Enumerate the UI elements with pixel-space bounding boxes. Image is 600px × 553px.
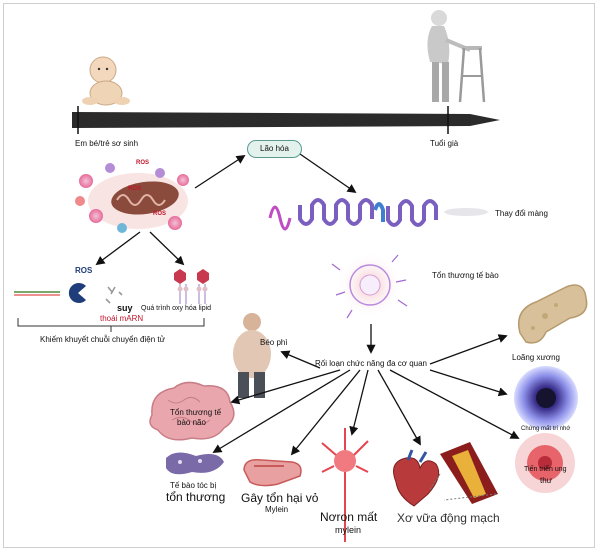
neuron-icon [321,428,369,542]
obesity-label: Béo phì [260,338,288,347]
bracket [17,318,205,332]
neuron-demyelination-line2: mylein [335,525,362,535]
myelin-damage-icon [243,458,302,487]
dementia-label: Chứng mất trí nhớ [521,426,571,432]
hair-cell-line1: Tế bào tóc bị [170,481,217,490]
ros-badge: ROS [128,186,142,192]
myelin-damage-line1: Gây tổn hại vỏ [241,491,319,505]
cancer-cell-icon [515,433,575,493]
eye-iris-icon [514,366,578,430]
aging-node: Lão hóa [247,140,302,158]
neuron-demyelination-line1: Nơron mất [320,510,378,524]
flow-arrows [95,153,520,456]
rna-degradation-icon [14,283,123,304]
mitochondria-ros-icon [75,163,189,233]
myelin-damage-line2: Mylein [265,505,289,514]
membrane-change-label: Thay đổi màng [495,209,548,218]
figure-border [3,3,595,548]
heart-icon [393,449,440,507]
obese-person-icon [233,313,271,398]
baby-icon [82,56,130,106]
lipid-oxidation-label: Quá trình oxy hóa lipid [141,305,212,312]
electron-transport-label: Khiếm khuyết chuỗi chuyển điện tử [40,335,165,344]
brain-damage-line1: Tổn thương tế [170,408,222,417]
damaged-cell-icon [331,252,408,319]
brain-damage-line2: bào não [177,418,206,427]
ros-badge: ROS [153,211,167,217]
mrna-degradation-line2: thoái mARN [100,314,144,323]
multi-organ-dysfunction-label: Rối loạn chức năng đa cơ quan [315,359,428,368]
mrna-degradation-line1: suy [117,303,133,313]
artery-plaque-icon [429,442,498,504]
cancer-progression-line2: thư [540,476,553,485]
hair-cell-line2: tổn thương [166,490,226,504]
lipid-oxidation-icon [174,269,209,304]
timeline-end-label: Tuổi già [430,139,459,148]
cell-membrane-icon [268,198,488,231]
brain-icon [149,381,235,441]
age-timeline [72,106,500,134]
ros-badge: ROS [136,160,150,166]
timeline-start-label: Em bé/trẻ sơ sinh [75,139,139,148]
atherosclerosis-label: Xơ vữa động mạch [397,511,500,525]
cell-damage-label: Tổn thương tế bào [432,271,499,280]
elderly-person-icon [427,10,486,103]
bone-icon [518,284,588,344]
cancer-progression-line1: Tiến triển ung [524,466,567,473]
hair-cell-icon [166,452,224,475]
osteoporosis-label: Loãng xương [512,353,560,362]
ros-label: ROS [75,266,93,275]
